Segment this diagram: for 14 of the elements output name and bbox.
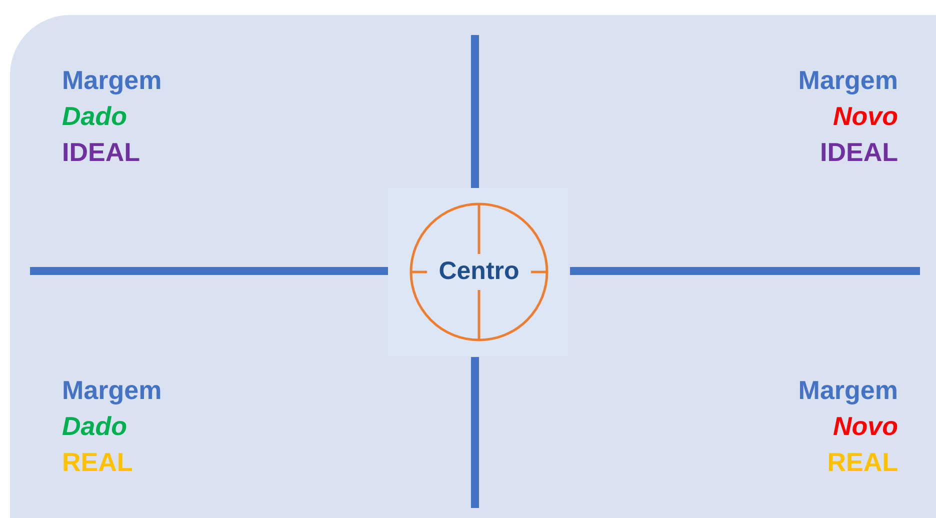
quadrant-label: IDEAL: [820, 136, 898, 169]
quadrant-label: REAL: [62, 446, 133, 479]
quadrant-label: Novo: [833, 100, 898, 133]
quadrant-label: Margem: [798, 374, 898, 407]
quadrant-label: Dado: [62, 410, 127, 443]
quadrant-label: Margem: [798, 64, 898, 97]
quadrant-label: IDEAL: [62, 136, 140, 169]
quadrant-label: Margem: [62, 374, 162, 407]
quadrant-label: Novo: [833, 410, 898, 443]
quadrant-label: REAL: [827, 446, 898, 479]
crosshair-circle: [409, 202, 549, 342]
center-label: Centro: [438, 256, 520, 288]
quadrant-label: Margem: [62, 64, 162, 97]
quadrant-label: Dado: [62, 100, 127, 133]
